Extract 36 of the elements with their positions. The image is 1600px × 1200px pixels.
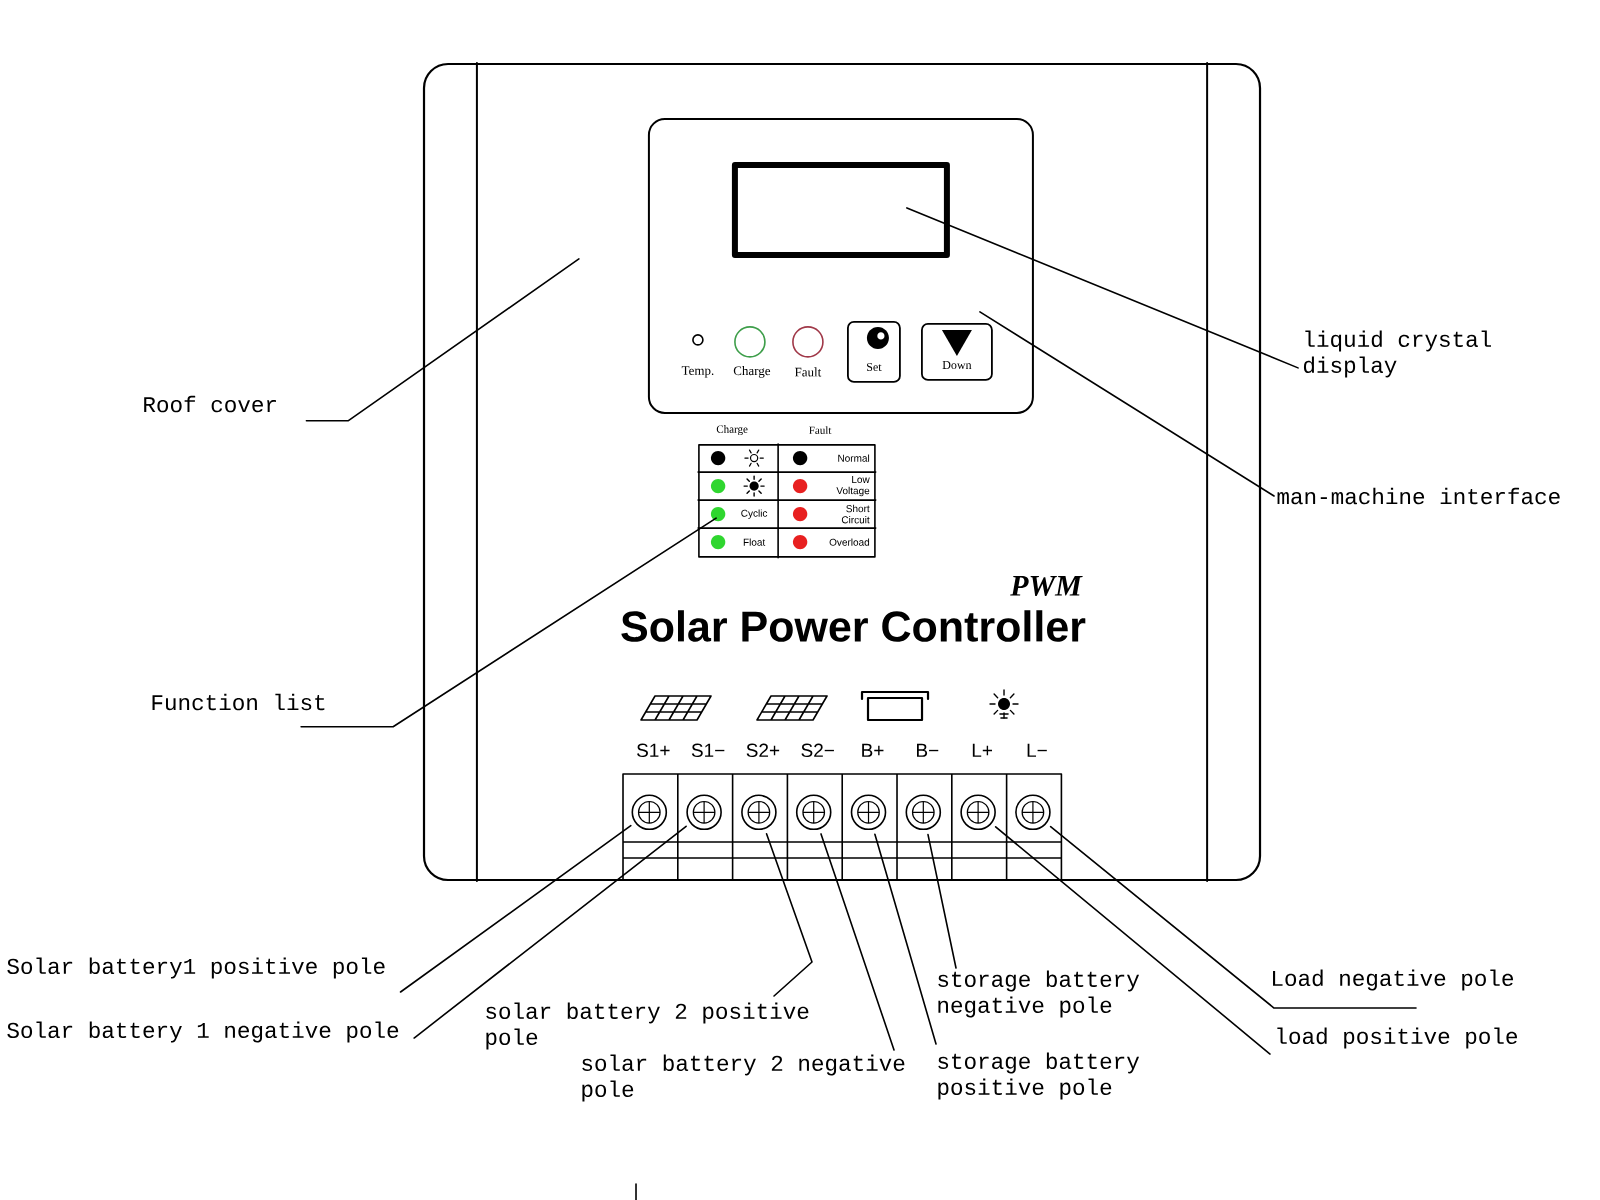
terminal-label: S1+ [637, 743, 670, 758]
leader-line [994, 826, 1271, 1055]
part-label: load positive pole [1277, 1027, 1517, 1049]
mode-label: PWM [1010, 575, 1083, 597]
leader-line [300, 517, 717, 728]
part-label: man-machine interface [1277, 487, 1560, 505]
terminal-label: S2+ [746, 743, 780, 758]
leader-line [305, 258, 580, 422]
leader-line [979, 311, 1275, 497]
terminal-label: L− [1027, 743, 1047, 757]
part-label: Function list [152, 693, 325, 711]
leader-line [1049, 825, 1417, 1009]
leader-line [399, 824, 632, 993]
terminal-label: S2− [801, 743, 834, 758]
part-label: storage battery positive pole [938, 1052, 1140, 1100]
terminal-label: B+ [862, 743, 884, 757]
terminal-label: S1− [691, 743, 725, 758]
part-label: liquid crystal display [1303, 330, 1491, 378]
control-panel [647, 117, 1034, 414]
controller-housing [422, 61, 1262, 883]
part-label: storage battery negative pole [938, 970, 1140, 1018]
leader-line [906, 207, 1299, 369]
terminal-label: B− [917, 743, 939, 757]
part-label: solar battery 2 negative pole [582, 1054, 905, 1102]
part-label: Load negative pole [1273, 969, 1513, 991]
part-label: Roof cover [144, 395, 276, 413]
leader-line [413, 825, 687, 1039]
product-title: Solar Power Controller [621, 610, 1086, 642]
lcd-screen [731, 161, 950, 258]
leader-line [820, 833, 895, 1051]
leader-line [927, 833, 957, 969]
part-label: Solar battery1 positive pole [7, 957, 385, 979]
leader-line [874, 833, 937, 1045]
terminal-label: L+ [972, 743, 992, 757]
leader-line [765, 833, 813, 997]
part-label: Solar battery 1 negative pole [7, 1021, 399, 1043]
